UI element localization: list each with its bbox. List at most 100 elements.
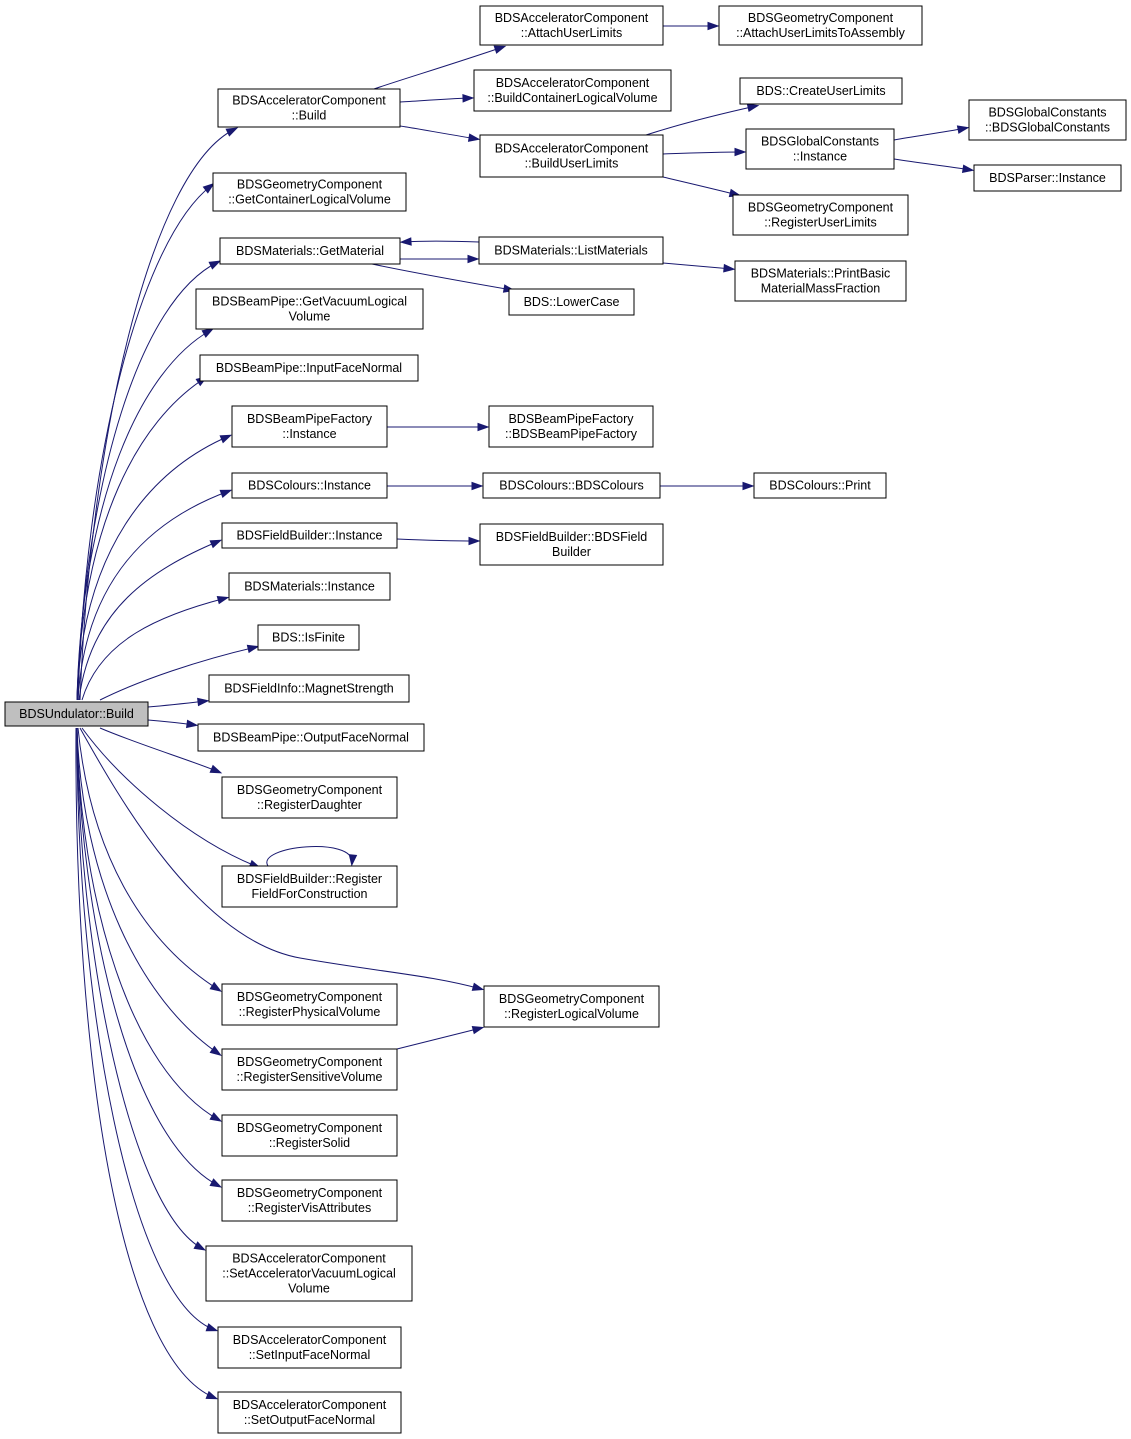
arrowhead (246, 644, 260, 654)
call-node[interactable]: BDSAcceleratorComponent::BuildContainerL… (473, 69, 672, 112)
arrowhead (399, 237, 412, 246)
edge-line (79, 727, 482, 990)
call-node[interactable]: BDSAcceleratorComponent::SetOutputFaceNo… (217, 1391, 402, 1434)
call-node[interactable]: BDSGeometryComponent::RegisterVisAttribu… (221, 1179, 398, 1222)
call-node[interactable]: BDSGeometryComponent::AttachUserLimitsTo… (718, 5, 923, 46)
arrowhead (209, 764, 223, 774)
call-node[interactable]: BDSColours::BDSColours (482, 472, 661, 499)
node-box (745, 128, 895, 170)
edge-line (645, 105, 757, 136)
node-label: BDSFieldBuilder::Instance (237, 529, 383, 543)
node-label: BDSAcceleratorComponent (233, 1398, 387, 1412)
arrowhead (219, 434, 233, 444)
root-node[interactable]: BDSUndulator::Build (4, 701, 149, 727)
node-label: ::BuildUserLimits (525, 157, 619, 171)
call-node[interactable]: BDSGeometryComponent::RegisterLogicalVol… (483, 985, 660, 1028)
edge-line (893, 158, 972, 171)
node-box (221, 522, 398, 549)
call-node[interactable]: BDSAcceleratorComponent::Build (217, 88, 401, 128)
arrowhead (209, 1178, 223, 1188)
node-box (479, 134, 664, 178)
edge-line (373, 46, 504, 90)
arrowhead (723, 263, 736, 273)
call-node[interactable]: BDSColours::Instance (231, 472, 388, 499)
node-label: BDSMaterials::Instance (244, 580, 375, 594)
arrowhead (216, 595, 230, 605)
node-label: BDSBeamPipeFactory (508, 412, 634, 426)
node-box (219, 237, 401, 265)
call-node[interactable]: BDSGlobalConstants::Instance (745, 128, 895, 170)
edge-line (81, 597, 227, 701)
arrowhead (471, 982, 485, 991)
edge-n0-n10 (99, 644, 260, 701)
call-node[interactable]: BDSAcceleratorComponent::BuildUserLimits (479, 134, 664, 178)
edge-n17-n15 (396, 1025, 485, 1050)
call-node[interactable]: BDSGeometryComponent::RegisterSolid (221, 1114, 398, 1157)
arrowhead (202, 182, 215, 194)
call-node[interactable]: BDSColours::Print (753, 472, 887, 499)
call-node[interactable]: BDSGeometryComponent::RegisterPhysicalVo… (221, 983, 398, 1026)
edge-n7-n36 (387, 481, 484, 491)
call-node[interactable]: BDSGeometryComponent::GetContainerLogica… (212, 172, 407, 212)
call-node[interactable]: BDSMaterials::PrintBasicMaterialMassFrac… (734, 260, 907, 302)
node-label: BDSColours::Print (769, 479, 871, 493)
node-label: BDSGeometryComponent (237, 990, 383, 1004)
node-box (482, 472, 661, 499)
call-node[interactable]: BDSAcceleratorComponent::SetInputFaceNor… (217, 1326, 402, 1369)
call-node[interactable]: BDSMaterials::GetMaterial (219, 237, 401, 265)
node-box (473, 69, 672, 112)
node-box (197, 723, 425, 752)
node-label: BDSGeometryComponent (748, 11, 894, 25)
call-node[interactable]: BDSGeometryComponent::RegisterSensitiveV… (221, 1048, 398, 1091)
call-node[interactable]: BDSBeamPipe::InputFaceNormal (199, 354, 419, 382)
call-node[interactable]: BDSBeamPipeFactory::Instance (231, 405, 388, 448)
edge-line (76, 727, 220, 1121)
arrowhead (205, 1323, 219, 1332)
node-label: ::BDSBeamPipeFactory (505, 427, 638, 441)
node-label: BDSGeometryComponent (237, 178, 383, 192)
call-node[interactable]: BDSFieldBuilder::RegisterFieldForConstru… (221, 865, 398, 908)
call-node[interactable]: BDSGeometryComponent::RegisterDaughter (221, 776, 398, 819)
edge-line (147, 700, 207, 708)
call-node[interactable]: BDSGlobalConstants::BDSGlobalConstants (968, 99, 1127, 141)
call-node[interactable]: BDSMaterials::ListMaterials (478, 236, 664, 265)
edge-n0-n16 (77, 727, 222, 992)
call-node[interactable]: BDSFieldInfo::MagnetStrength (208, 674, 410, 703)
edge-n0-n11 (147, 697, 210, 708)
node-label: BDSFieldInfo::MagnetStrength (224, 682, 394, 696)
call-node[interactable]: BDSAcceleratorComponent::SetAcceleratorV… (205, 1245, 413, 1302)
call-node[interactable]: BDS::LowerCase (508, 288, 635, 316)
arrowhead (734, 147, 747, 157)
arrowhead (209, 1045, 222, 1056)
node-box (217, 1391, 402, 1434)
node-label: BDSColours::Instance (248, 479, 371, 493)
node-label: BDSAcceleratorComponent (232, 1252, 386, 1266)
node-label: Builder (552, 545, 591, 559)
call-node[interactable]: BDSMaterials::Instance (228, 572, 391, 601)
call-node[interactable]: BDSFieldBuilder::BDSFieldBuilder (479, 523, 664, 566)
arrowhead (961, 164, 975, 173)
call-node[interactable]: BDS::CreateUserLimits (739, 77, 903, 105)
arrowhead (201, 328, 215, 338)
edge-n1-n23 (373, 45, 507, 90)
node-box (221, 1048, 398, 1091)
call-node[interactable]: BDS::IsFinite (257, 624, 360, 651)
node-label: Volume (288, 1282, 330, 1296)
node-label: BDSAcceleratorComponent (495, 11, 649, 25)
call-node[interactable]: BDSFieldBuilder::Instance (221, 522, 398, 549)
call-node[interactable]: BDSBeamPipe::OutputFaceNormal (197, 723, 425, 752)
node-label: BDSAcceleratorComponent (232, 94, 386, 108)
call-node[interactable]: BDSAcceleratorComponent::AttachUserLimit… (479, 5, 664, 46)
edge-n3-n33 (371, 263, 516, 293)
edge-n0-n12 (147, 719, 199, 729)
arrowhead (471, 481, 484, 491)
call-node[interactable]: BDSGeometryComponent::RegisterUserLimits (732, 194, 909, 236)
node-label: BDS::IsFinite (272, 631, 345, 645)
call-node[interactable]: BDSBeamPipeFactory::BDSBeamPipeFactory (488, 405, 654, 448)
node-label: ::Build (292, 109, 327, 123)
node-label: BDSGeometryComponent (237, 1055, 383, 1069)
node-label: BDSBeamPipe::GetVacuumLogical (212, 295, 407, 309)
edge-n3-n32 (400, 254, 480, 264)
call-node[interactable]: BDSParser::Instance (973, 164, 1122, 192)
